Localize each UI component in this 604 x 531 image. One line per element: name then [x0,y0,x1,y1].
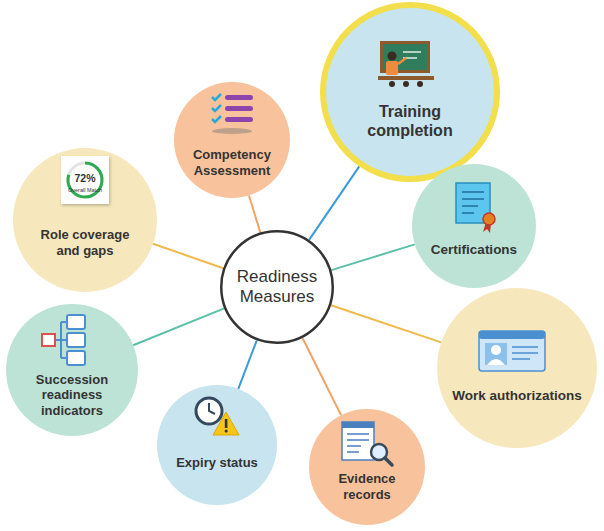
node-label: Role coverage and gaps [29,227,141,258]
id-card-icon-part [485,343,507,365]
match-card-icon-part [68,163,102,197]
circle-shape [157,385,277,505]
caption-text: Overall Match [63,187,107,194]
match-card-icon-part [68,163,102,197]
evidence-icon-part [342,422,374,428]
id-card-icon [479,331,545,371]
circle-shape [174,82,290,198]
certificate-icon-part [462,192,484,213]
circle-shape [13,148,157,292]
center-circle: Readiness Measures [220,230,334,344]
certificate-icon-part [483,213,495,225]
checklist-icon-part [225,117,253,122]
teacher-icon-part [403,81,409,87]
connector-line [331,244,414,270]
node-label: Readiness Measures [227,267,327,308]
teacher-icon-part [378,76,434,80]
connector-line [302,338,341,415]
expiry-icon-part [225,430,228,433]
expiry-icon [196,398,239,435]
highlighted-circle: Training completion [320,2,500,182]
expiry-icon-part [225,419,228,428]
circle-shape [221,231,333,343]
circle-shape [437,288,597,448]
evidence-icon-part [342,422,374,460]
node-label: Work authorizations [452,388,582,404]
teacher-icon-part [386,61,398,75]
node-label: Training completion [345,102,475,140]
hierarchy-icon [42,315,85,365]
id-card-icon-part [491,345,501,355]
hierarchy-icon-part [67,315,85,329]
evidence-icon-part [385,458,392,465]
match-card-icon [61,156,109,204]
teacher-icon [378,41,434,87]
node-label: Evidence records [321,471,413,502]
checklist-icon-part [212,94,221,122]
hierarchy-icon-part [55,322,67,358]
circle-shape [309,409,425,525]
connector-line [153,244,223,268]
hierarchy-icon-part [42,334,55,346]
match-card-icon-part [61,156,109,204]
node-label: Competency Assessment [184,147,280,178]
connector-line [331,305,441,342]
circle-outline [320,2,500,182]
expiry-icon-part [196,398,222,424]
evidence-icon-part [347,434,369,452]
evidence-icon [342,422,392,465]
expiry-icon-part [213,412,239,435]
checklist-icon-part [212,128,252,134]
node-label: 72% [70,172,100,185]
node-label: Succession readiness indicators [16,372,128,419]
certificate-icon [456,183,495,233]
circle-shape [323,5,497,179]
node-label: Expiry status [172,455,262,471]
circle-shape [412,164,536,288]
circle-shape [6,304,138,436]
checklist-icon-part [225,106,253,111]
node-label: Certifications [421,242,527,258]
connector-line [249,195,260,232]
teacher-icon-part [389,81,395,87]
id-card-icon-part [512,347,538,359]
teacher-icon-part [398,58,406,64]
expiry-icon-part [209,403,215,414]
checklist-icon [212,94,253,134]
hierarchy-icon-part [67,333,85,347]
id-card-icon-part [479,331,545,371]
id-card-icon-part [479,331,545,339]
connector-line [238,340,256,389]
teacher-icon-part [388,52,397,61]
teacher-icon-part [417,81,423,87]
id-card-icon-part [487,359,505,365]
hierarchy-icon-part [67,351,85,365]
connector-line [133,308,224,345]
teacher-icon-part [403,52,421,58]
checklist-icon-part [225,95,253,100]
connector-line [309,166,359,240]
